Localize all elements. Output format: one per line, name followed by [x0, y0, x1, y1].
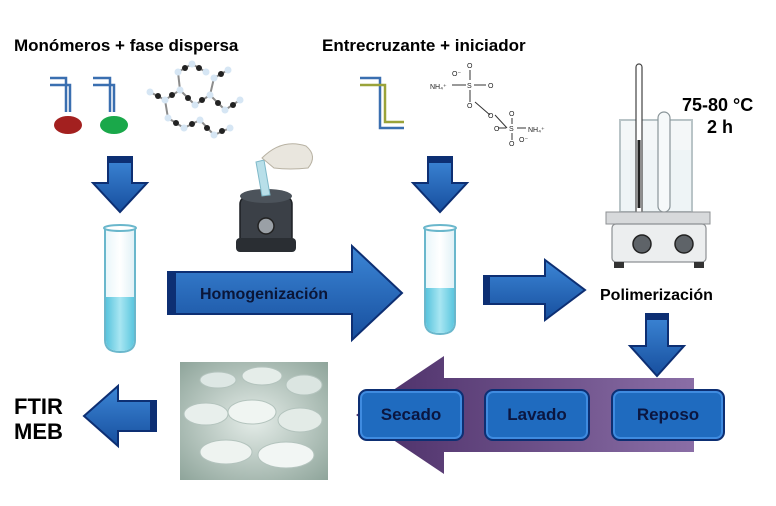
homogenization-arrow: [167, 243, 404, 343]
ammonium-right-text: NH₄⁺: [528, 127, 545, 134]
vortex-mixer-icon: [236, 143, 313, 252]
monomer-green-icon: [93, 76, 128, 134]
down-arrow-reposo: [627, 313, 687, 378]
down-arrow-middle: [410, 156, 470, 214]
svg-text:S: S: [509, 126, 514, 133]
svg-text:S: S: [467, 83, 472, 90]
polymerization-label: Polimerización: [600, 287, 713, 304]
svg-text:O: O: [494, 126, 500, 133]
oxide-right-text: O⁻: [519, 137, 528, 144]
ftir-label: FTIR: [14, 394, 63, 419]
initiator-structure-icon: [452, 70, 526, 140]
crosslinker-molecule-icon: [360, 76, 404, 130]
step-secado: Secado: [358, 389, 464, 441]
test-tube-left: [103, 224, 137, 354]
svg-text:O: O: [467, 103, 473, 110]
ammonium-left-text: NH₄⁺: [430, 84, 447, 91]
test-tube-middle: [423, 224, 457, 336]
step-reposo: Reposo: [611, 389, 725, 441]
svg-text:O: O: [467, 63, 473, 70]
svg-text:O: O: [509, 141, 515, 148]
dispersed-phase-atoms: [146, 60, 244, 139]
crosslinker-label: Entrecruzante + iniciador: [322, 36, 526, 55]
svg-text:O: O: [488, 83, 494, 90]
left-arrow-output: [82, 383, 157, 449]
down-arrow-left: [90, 156, 150, 214]
hydrogel-discs-photo: [180, 362, 328, 480]
oxide-left-text: O⁻: [452, 71, 461, 78]
monomers-label: Monómeros + fase dispersa: [14, 36, 239, 55]
meb-label: MEB: [14, 419, 63, 444]
step-lavado: Lavado: [484, 389, 590, 441]
svg-text:O: O: [509, 111, 515, 118]
svg-text:O: O: [488, 113, 494, 120]
homogenization-label: Homogenización: [200, 286, 328, 303]
initiator-atoms: S O O O O S O O O: [467, 63, 515, 148]
monomer-red-icon: [50, 76, 82, 134]
time-label: 2 h: [707, 117, 734, 137]
right-arrow-polymerization: [483, 258, 587, 322]
hot-plate-setup-icon: [605, 63, 711, 268]
temperature-label: 75-80 °C: [682, 95, 754, 115]
